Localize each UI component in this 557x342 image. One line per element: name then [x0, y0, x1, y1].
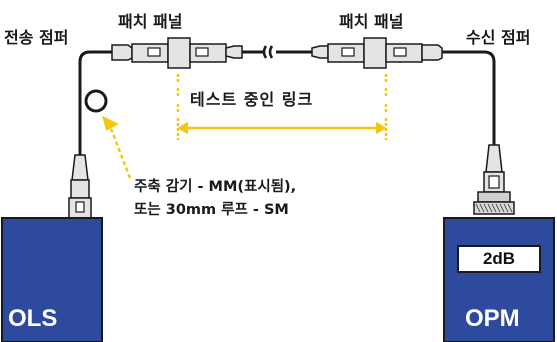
- receive-jumper-cable: [442, 50, 496, 145]
- note-line1-part1: 주축 감기 -: [134, 179, 209, 195]
- mandrel-note-line2: 또는 30mm 루프 - SM: [134, 199, 296, 222]
- patch-panel-left-connector: [111, 37, 243, 69]
- ols-connector: [68, 154, 92, 219]
- link-under-test-dimension: [176, 74, 388, 140]
- note-line2-part1: 또는: [134, 202, 166, 218]
- patch-panel-right-connector: [311, 37, 443, 69]
- opm-connector: [473, 144, 515, 215]
- mandrel-pointer-arrow: [102, 115, 132, 179]
- link-under-test-label: 테스트 중인 링크: [190, 90, 314, 109]
- patch-panel-left-label: 패치 패널: [118, 12, 183, 31]
- patch-panel-right-label: 패치 패널: [339, 12, 404, 31]
- launch-jumper-cable: [78, 50, 112, 155]
- note-line1-part2: MM(표시됨),: [208, 179, 297, 195]
- opm-device: [443, 217, 555, 342]
- ols-label: OLS: [8, 305, 58, 332]
- opm-label: OPM: [465, 305, 520, 332]
- launch-jumper-label: 전송 점퍼: [4, 28, 69, 47]
- receive-jumper-label: 수신 점퍼: [466, 28, 531, 47]
- note-line2-part2: 30mm 루프 - SM: [165, 202, 289, 218]
- ols-device: [1, 217, 103, 342]
- mandrel-wrap: [84, 89, 108, 113]
- mandrel-note: 주축 감기 - MM(표시됨), 또는 30mm 루프 - SM: [134, 176, 296, 222]
- mandrel-note-line1: 주축 감기 - MM(표시됨),: [134, 176, 296, 199]
- cable-break-mark: [262, 45, 274, 59]
- opm-reading-display: 2dB: [457, 245, 541, 273]
